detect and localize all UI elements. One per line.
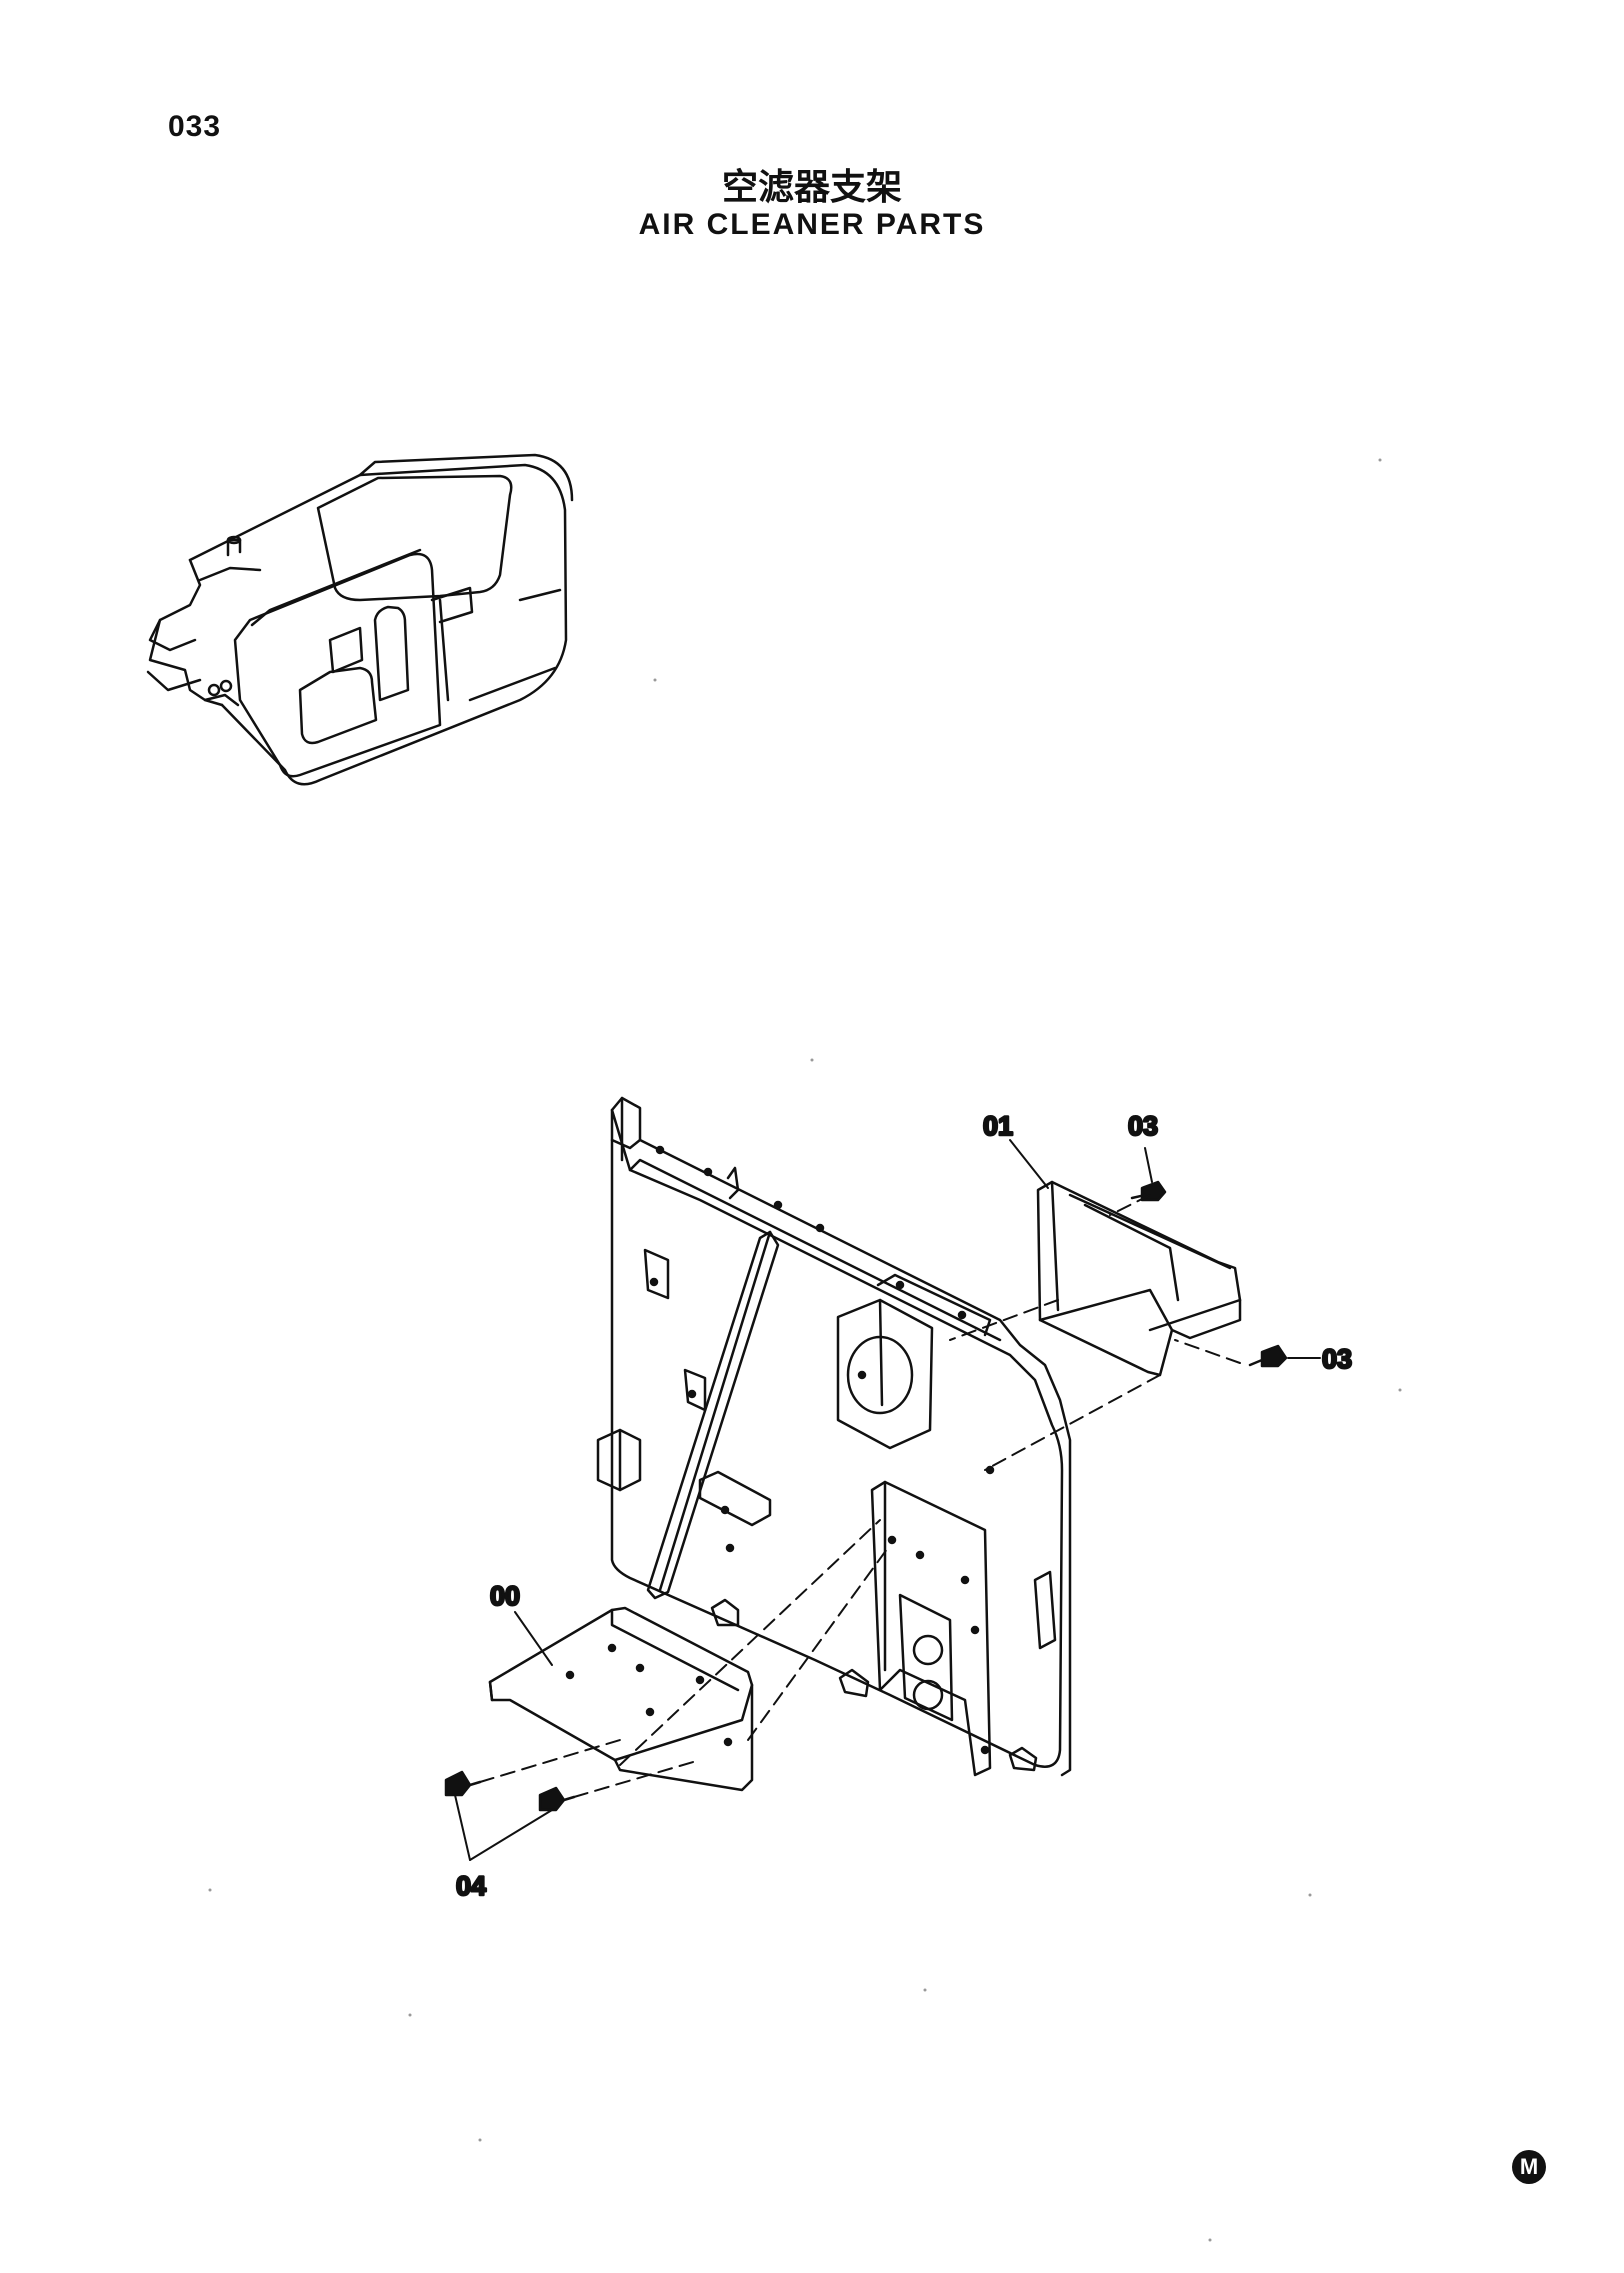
bolt-04-right — [538, 1786, 576, 1812]
assembly-lines — [479, 1194, 1241, 1798]
air-cleaner-support-bracket — [1036, 1180, 1242, 1377]
bolt-03-upper — [1130, 1180, 1167, 1202]
lower-mounting-bracket — [488, 1606, 754, 1792]
callout-01: 01 — [983, 1111, 1013, 1141]
title-english: AIR CLEANER PARTS — [638, 208, 986, 241]
scan-specks — [208, 458, 1402, 2242]
leader-lines — [454, 1139, 1321, 1861]
callout-03-right: 03 — [1322, 1344, 1352, 1374]
main-bracket-plate — [596, 1096, 1072, 1777]
page-number: 033 — [168, 110, 222, 143]
circled-m-icon: M — [1512, 2150, 1546, 2184]
machine-overview-illustration — [146, 453, 574, 786]
callout-00: 00 — [490, 1581, 520, 1611]
callout-03-upper: 03 — [1128, 1111, 1158, 1141]
callout-04: 04 — [456, 1871, 486, 1901]
bolt-04-left — [444, 1770, 482, 1797]
bolt-03-right — [1248, 1344, 1288, 1368]
title-chinese: 空滤器支架 — [721, 167, 902, 208]
